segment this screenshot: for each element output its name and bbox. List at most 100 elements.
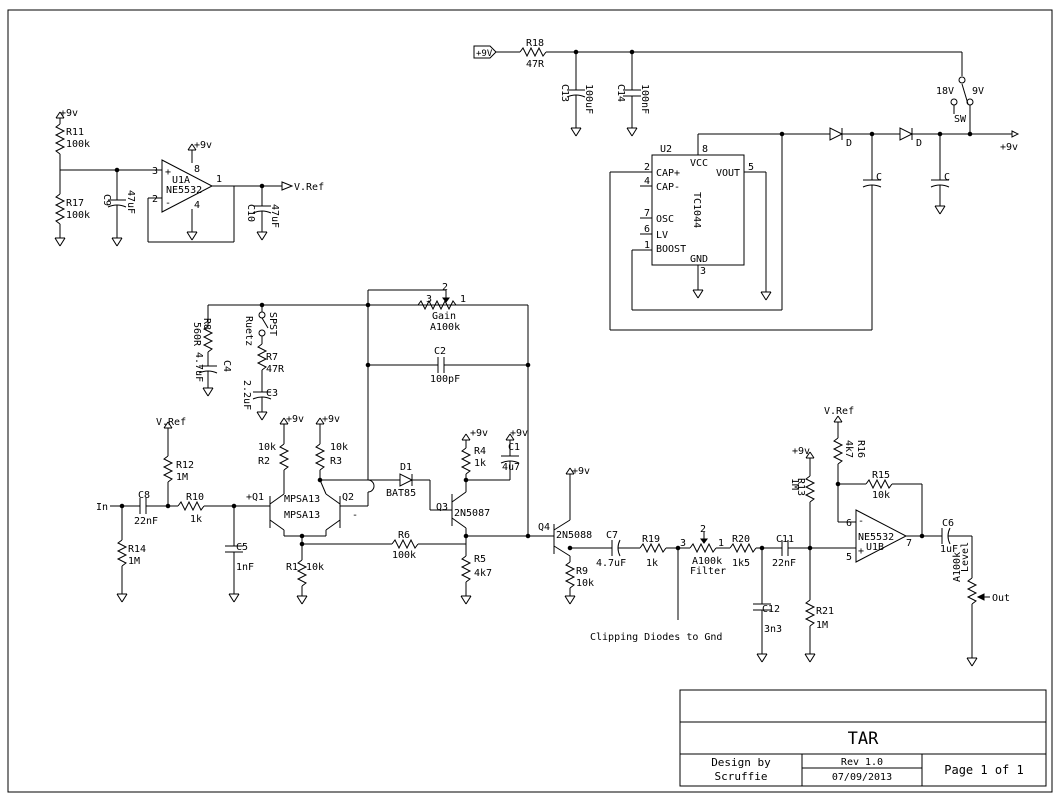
label-c9: C9 — [101, 194, 112, 206]
pin-u1a-8: 8 — [194, 164, 200, 175]
u1b-plus: + — [858, 546, 864, 557]
label-r4-value: 1k — [474, 458, 486, 469]
pin-u2-2: 2 — [644, 162, 650, 173]
label-r4: R4 — [474, 446, 486, 457]
label-r9-value: 10k — [576, 578, 594, 589]
label-r16: R16 — [855, 440, 866, 458]
label-q4: Q4 — [538, 522, 550, 533]
pin-u1b-7: 7 — [906, 538, 912, 549]
label-r21-value: 1M — [816, 620, 828, 631]
label-p9v-r4: +9v — [470, 428, 488, 439]
label-filter-pin2: 2 — [700, 524, 706, 535]
label-r6: R6 — [398, 530, 410, 541]
label-c14: C14 — [615, 84, 626, 102]
label-c2: C2 — [434, 346, 446, 357]
label-u1b: U1B — [866, 542, 884, 553]
label-c11-value: 22nF — [772, 558, 796, 569]
label-r3: R3 — [330, 456, 342, 467]
label-q1: +Q1 — [246, 492, 264, 503]
label-r11-value: 100k — [66, 139, 90, 150]
label-p9v-u1a: +9v — [194, 140, 212, 151]
label-q4-part: 2N5088 — [556, 530, 592, 541]
label-r17-value: 100k — [66, 210, 90, 221]
label-r18-value: 47R — [526, 59, 545, 70]
label-vref-output: V.Ref — [294, 182, 324, 193]
label-r8-value: 560R — [191, 322, 202, 347]
label-r8: R8 — [201, 318, 212, 330]
label-r14-value: 1M — [128, 556, 140, 567]
label-u2-vcc: VCC — [690, 158, 708, 169]
label-filter-pin1: 1 — [718, 538, 724, 549]
label-mpsa13-a: MPSA13 — [284, 494, 320, 505]
label-r5: R5 — [474, 554, 486, 565]
label-diode-b: D — [916, 138, 922, 149]
label-r6-value: 100k — [392, 550, 416, 561]
label-u2-lv: LV — [656, 230, 668, 241]
label-c7: C7 — [606, 530, 618, 541]
label-c1-value: 4u7 — [502, 462, 520, 473]
title-block-page: Page 1 of 1 — [944, 763, 1023, 777]
label-d1-value: BAT85 — [386, 488, 416, 499]
pin-u1b-5: 5 — [846, 552, 852, 563]
pin-u1a-3: 3 — [152, 166, 158, 177]
label-r17: R17 — [66, 198, 84, 209]
label-gain-value: A100k — [430, 322, 460, 333]
label-filter-value: A100k — [692, 556, 722, 567]
label-c6-value: 1uF — [940, 544, 958, 555]
label-r2-value: 10k — [258, 442, 276, 453]
label-q2-minus: - — [352, 510, 358, 521]
label-c14-value: 100nF — [639, 84, 650, 114]
label-c1: C1 — [508, 442, 520, 453]
label-r10: R10 — [186, 492, 204, 503]
label-c6: C6 — [942, 518, 954, 529]
label-p9v-c1: +9v — [510, 428, 528, 439]
label-c7-value: 4.7uF — [596, 558, 626, 569]
label-r1: R1 — [286, 562, 298, 573]
label-level: Level — [960, 542, 971, 572]
label-out: Out — [992, 593, 1010, 604]
label-p9v-r11: +9v — [60, 108, 78, 119]
label-r7: R7 — [266, 352, 278, 363]
label-c2-value: 100pF — [430, 374, 460, 385]
pin-u2-8: 8 — [702, 144, 708, 155]
label-r7-value: 47R — [266, 364, 285, 375]
label-u2-capp: CAP+ — [656, 168, 680, 179]
pin-u1a-4: 4 — [194, 200, 200, 211]
label-u1b-part: NE5532 — [858, 532, 894, 543]
label-mpsa13-b: MPSA13 — [284, 510, 320, 521]
label-c11: C11 — [776, 534, 794, 545]
label-c8: C8 — [138, 490, 150, 501]
label-r13-value: 1M — [789, 478, 800, 490]
label-clipping-note: Clipping Diodes to Gnd — [590, 632, 722, 643]
title-block-title: TAR — [848, 729, 879, 749]
title-block-author: Scruffie — [715, 770, 768, 783]
label-d1: D1 — [400, 462, 412, 473]
label-r19-value: 1k — [646, 558, 658, 569]
label-q2: Q2 — [342, 492, 354, 503]
label-u2-vout: VOUT — [716, 168, 740, 179]
label-u2-boost: BOOST — [656, 244, 686, 255]
title-block-design-by: Design by — [711, 756, 771, 769]
label-gain-pin1: 1 — [460, 294, 466, 305]
label-r2: R2 — [258, 456, 270, 467]
label-p9v-r2: +9v — [286, 414, 304, 425]
label-r9: R9 — [576, 566, 588, 577]
label-r15-value: 10k — [872, 490, 890, 501]
label-q3-part: 2N5087 — [454, 508, 490, 519]
label-r15: R15 — [872, 470, 890, 481]
label-cap-a: C — [876, 172, 882, 183]
label-c10: C10 — [245, 204, 256, 222]
label-r21: R21 — [816, 606, 834, 617]
label-c12-value: 3n3 — [764, 624, 782, 635]
label-switch-9v: 9V — [972, 86, 984, 97]
label-switch: SW — [954, 114, 967, 125]
label-filter-pin3: 3 — [680, 538, 686, 549]
pin-u2-5: 5 — [748, 162, 754, 173]
label-cap-b: C — [944, 172, 950, 183]
pin-u2-3: 3 — [700, 266, 706, 277]
label-r19: R19 — [642, 534, 660, 545]
label-r11: R11 — [66, 127, 84, 138]
label-diode-a: D — [846, 138, 852, 149]
pin-u2-4: 4 — [644, 176, 650, 187]
label-u2-osc: OSC — [656, 214, 674, 225]
